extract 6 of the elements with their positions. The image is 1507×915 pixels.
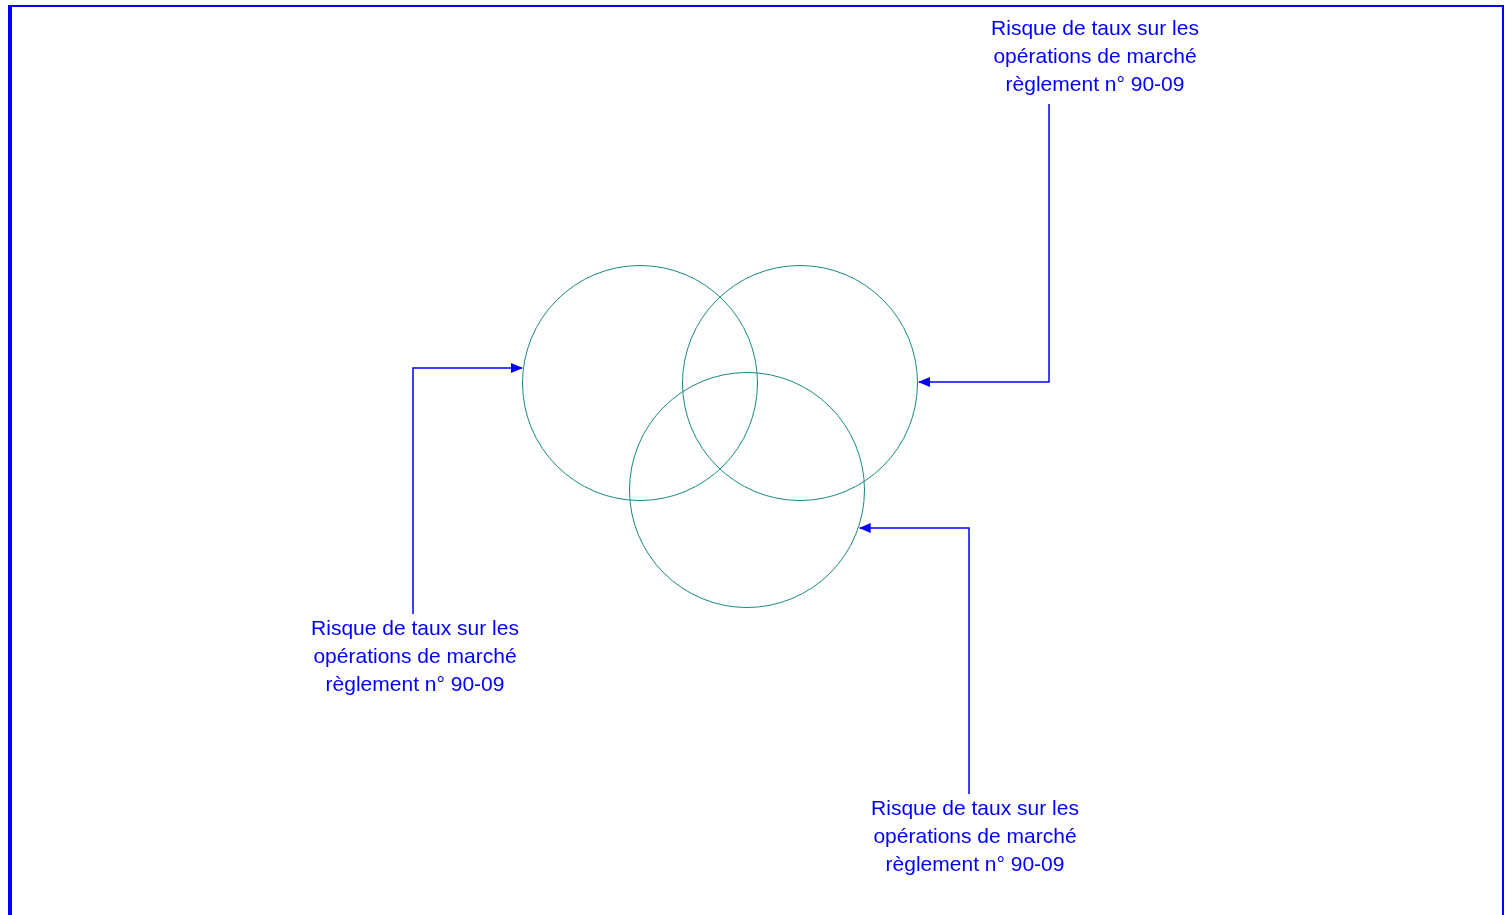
arrow xyxy=(412,363,523,615)
callout-label: Risque de taux sur les opérations de marché règlement n° 90-09 xyxy=(965,14,1225,104)
arrow xyxy=(858,523,970,795)
callout-label: Risque de taux sur les opérations de marché règlement n° 90-09 xyxy=(285,614,545,700)
callout-label: Risque de taux sur les opérations de marché règlement n° 90-09 xyxy=(845,794,1105,880)
arrow xyxy=(918,103,1050,387)
